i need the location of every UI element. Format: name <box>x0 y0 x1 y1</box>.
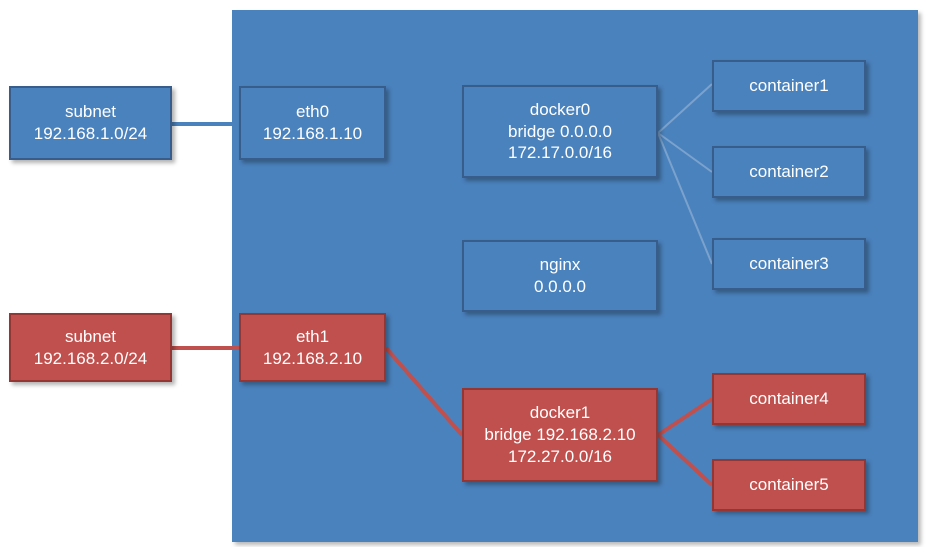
node-container1-label: container1 <box>749 76 829 96</box>
node-container2-label: container2 <box>749 162 829 182</box>
node-eth0-line2: 192.168.1.10 <box>262 124 363 143</box>
node-docker1-line3: 172.27.0.0/16 <box>508 446 612 466</box>
node-docker0-line2: bridge 0.0.0.0 <box>508 121 612 141</box>
node-eth1-line1: eth1 <box>295 326 330 346</box>
node-subnet-2-line1: subnet <box>64 326 117 346</box>
node-subnet-2-line2: 192.168.2.0/24 <box>33 348 148 368</box>
node-docker0-line3: 172.17.0.0/16 <box>508 143 612 163</box>
node-subnet-2[interactable]: subnet 192.168.2.0/24 <box>9 313 172 382</box>
node-eth1[interactable]: eth1 192.168.2.10 <box>239 313 386 382</box>
node-container5-label: container5 <box>749 475 829 495</box>
node-subnet-1-line1: subnet <box>64 102 117 122</box>
node-nginx-line2: 0.0.0.0 <box>534 277 586 296</box>
node-nginx-line1: nginx <box>539 255 581 275</box>
node-docker1-line2: bridge 192.168.2.10 <box>484 425 636 445</box>
node-docker1[interactable]: docker1 bridge 192.168.2.10 172.27.0.0/1… <box>462 388 658 482</box>
node-eth0[interactable]: eth0 192.168.1.10 <box>239 86 386 160</box>
node-container2[interactable]: container2 <box>712 146 866 198</box>
node-container3-label: container3 <box>749 254 829 274</box>
node-eth0-line1: eth0 <box>295 102 330 122</box>
node-container4[interactable]: container4 <box>712 373 866 425</box>
node-container1[interactable]: container1 <box>712 60 866 112</box>
node-container3[interactable]: container3 <box>712 238 866 290</box>
node-container4-label: container4 <box>749 389 829 409</box>
node-container5[interactable]: container5 <box>712 459 866 511</box>
node-eth1-line2: 192.168.2.10 <box>262 348 363 368</box>
node-docker0-line1: docker0 <box>529 99 591 119</box>
node-docker1-line1: docker1 <box>529 403 591 423</box>
node-docker0[interactable]: docker0 bridge 0.0.0.0 172.17.0.0/16 <box>462 85 658 178</box>
node-subnet-1-line2: 192.168.1.0/24 <box>33 124 148 143</box>
node-subnet-1[interactable]: subnet 192.168.1.0/24 <box>9 86 172 160</box>
node-nginx[interactable]: nginx 0.0.0.0 <box>462 240 658 312</box>
